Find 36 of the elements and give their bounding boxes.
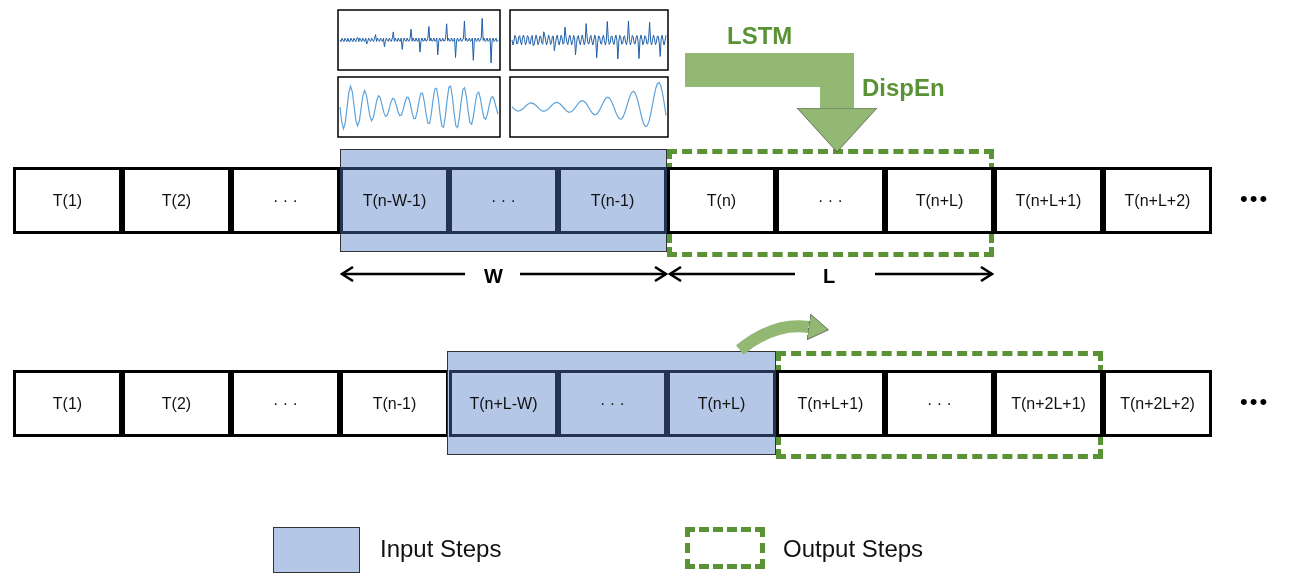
time-step-cell: T(1) <box>13 167 122 234</box>
time-step-cell: · · · <box>449 167 558 234</box>
time-step-cell: T(n+L) <box>885 167 994 234</box>
time-step-cell: T(n+L-W) <box>449 370 558 437</box>
time-step-cell: T(n+2L+2) <box>1103 370 1212 437</box>
legend-label: Input Steps <box>380 535 502 563</box>
continuation-dots: ••• <box>1240 186 1270 212</box>
method-label: DispEn <box>862 74 945 102</box>
time-step-cell: · · · <box>231 167 340 234</box>
time-step-cell: T(n+2L+1) <box>994 370 1103 437</box>
time-step-cell: T(2) <box>122 370 231 437</box>
legend-label: Output Steps <box>783 535 924 563</box>
time-step-cell: T(n+L+1) <box>994 167 1103 234</box>
time-step-cell: T(n+L+1) <box>776 370 885 437</box>
output-window-box <box>667 149 994 257</box>
block-arrow <box>685 53 878 153</box>
continuation-dots: ••• <box>1240 389 1270 415</box>
time-step-cell: · · · <box>231 370 340 437</box>
dimension-label: L <box>823 265 836 288</box>
method-label: LSTM <box>727 22 793 50</box>
output-window-box <box>776 351 1103 459</box>
time-step-cell: · · · <box>776 167 885 234</box>
time-step-cell: · · · <box>885 370 994 437</box>
input-window-band <box>447 351 776 455</box>
curved-arrow <box>736 313 829 355</box>
time-step-cell: T(n+L) <box>667 370 776 437</box>
time-step-cell: T(2) <box>122 167 231 234</box>
time-step-cell: T(n-1) <box>558 167 667 234</box>
time-step-cell: T(n) <box>667 167 776 234</box>
time-step-cell: T(n+L+2) <box>1103 167 1212 234</box>
time-step-cell: T(n-W-1) <box>340 167 449 234</box>
input-window-band <box>340 149 667 252</box>
time-step-cell: T(n-1) <box>340 370 449 437</box>
dimension-label: W <box>484 265 503 288</box>
time-step-cell: T(1) <box>13 370 122 437</box>
time-step-cell: · · · <box>558 370 667 437</box>
